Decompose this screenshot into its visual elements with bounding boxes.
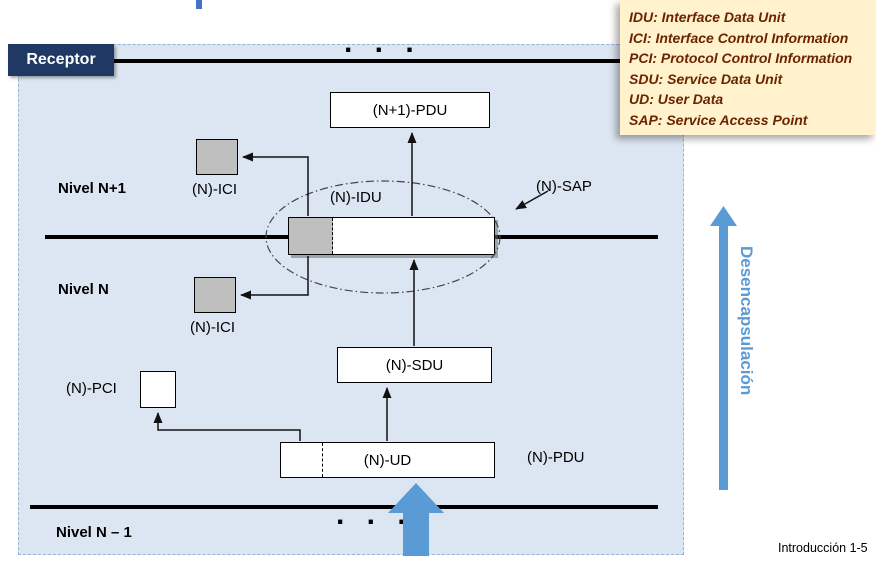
ellipsis-top: . . . xyxy=(344,26,421,59)
box-n1-pdu: (N+1)-PDU xyxy=(330,92,490,128)
legend-item-pci: PCI: Protocol Control Information xyxy=(629,50,853,66)
legend-item-idu: IDU: Interface Data Unit xyxy=(629,9,786,25)
level-line-top xyxy=(114,59,620,63)
box-sdu-label: (N)-SDU xyxy=(385,356,444,374)
receptor-badge: Receptor xyxy=(8,44,114,76)
footer-page-label: Introducción 1-5 xyxy=(778,541,868,555)
box-ud: (N)-UD xyxy=(280,442,495,478)
box-ud-label: (N)-UD xyxy=(363,451,412,469)
label-pci: (N)-PCI xyxy=(66,380,117,397)
box-sdu: (N)-SDU xyxy=(337,347,492,383)
ud-pci-segment xyxy=(281,443,323,477)
box-ici-bottom xyxy=(194,277,236,313)
legend-item-ici: ICI: Interface Control Information xyxy=(629,29,849,46)
box-idu-composite xyxy=(288,217,495,255)
label-pdu: (N)-PDU xyxy=(527,449,585,466)
desencapsulacion-label: Desencapsulación xyxy=(737,246,756,396)
box-n1-pdu-label: (N+1)-PDU xyxy=(372,101,448,119)
cut-title-fragment xyxy=(196,0,202,9)
idu-ici-segment xyxy=(289,218,333,254)
ellipsis-bottom: . . . xyxy=(336,498,413,531)
legend-item-sdu: SDU: Service Data Unit xyxy=(629,70,783,87)
label-ici-top: (N)-ICI xyxy=(192,181,237,198)
label-idu: (N)-IDU xyxy=(330,189,382,206)
legend-box: IDU: Interface Data Unit ICI: Interface … xyxy=(620,0,876,135)
label-nivel-n-minus-1: Nivel N – 1 xyxy=(56,524,132,541)
legend-item-sap: SAP: Service Access Point xyxy=(629,111,808,128)
label-sap: (N)-SAP xyxy=(536,178,592,195)
label-ici-bottom: (N)-ICI xyxy=(190,319,235,336)
label-nivel-n-plus-1: Nivel N+1 xyxy=(58,180,126,197)
desencapsulacion-arrow-head xyxy=(710,206,737,226)
level-line-bottom xyxy=(30,505,658,509)
label-nivel-n: Nivel N xyxy=(58,281,109,298)
legend-item-ud: UD: User Data xyxy=(629,91,724,107)
box-pci xyxy=(140,371,176,408)
desencapsulacion-arrow-shaft xyxy=(719,224,728,490)
box-ici-top xyxy=(196,139,238,175)
